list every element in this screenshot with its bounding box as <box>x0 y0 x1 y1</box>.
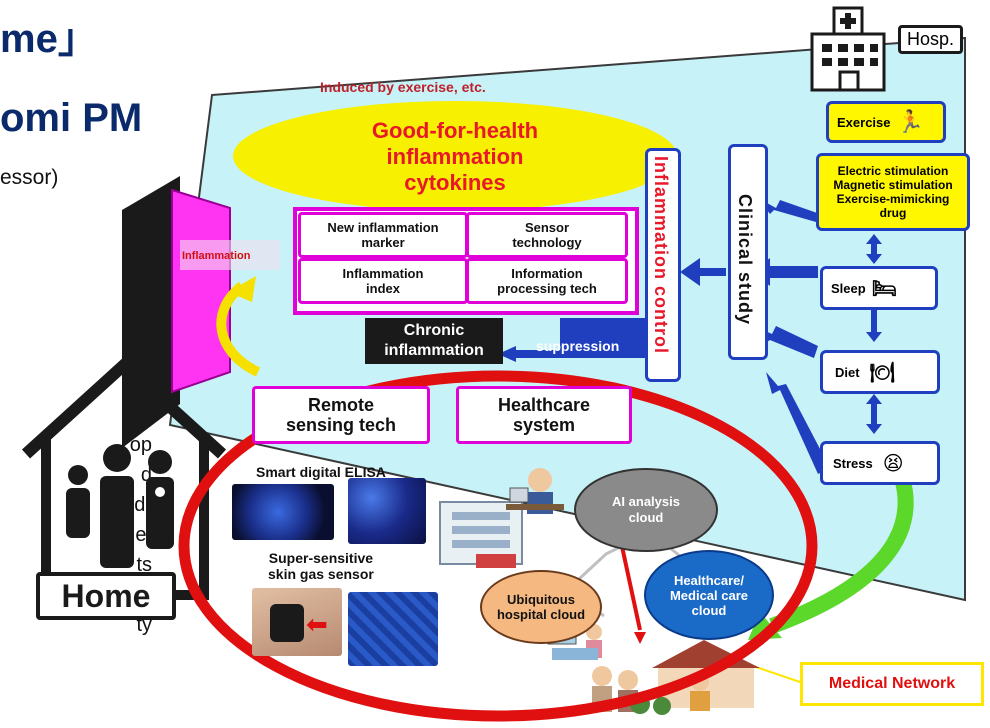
elisa-label: Smart digital ELISA <box>256 464 386 480</box>
town-illustration <box>592 640 760 715</box>
suppression-label: suppression <box>536 338 620 354</box>
bed-icon: 🛏 <box>871 277 898 300</box>
red-arrow-icon: ⬅ <box>306 609 328 639</box>
diet-box: Diet 🍽 <box>820 350 940 394</box>
inflammation-control-box <box>645 148 681 382</box>
hospital-complex-illustration <box>439 501 523 568</box>
body-line: ts <box>136 554 152 576</box>
house-roof <box>21 356 227 459</box>
clinical-study-box <box>728 144 768 360</box>
inflammation-door-label: Inflammation <box>182 250 251 262</box>
cytokine-line: inflammation <box>386 144 524 169</box>
inflammation-control-label: Inflammation control <box>651 156 671 355</box>
stress-icon: 😫 <box>882 452 904 475</box>
cytokine-ellipse <box>233 101 677 211</box>
elisa-fluorescence-photo <box>348 478 426 544</box>
door-leaf <box>171 188 231 394</box>
sleep-box: Sleep 🛏 <box>820 266 938 310</box>
stress-box: Stress 😫 <box>820 441 940 485</box>
exercise-box: Exercise 🏃 <box>826 101 946 143</box>
watch-icon <box>270 604 304 642</box>
title-fragment: me」 <box>0 17 98 61</box>
cytokine-text: Good-for-health inflammation cytokines <box>300 118 610 196</box>
medical-network-box: Medical Network <box>800 662 984 706</box>
stimulation-box: Electric stimulation Magnetic stimulatio… <box>816 153 970 231</box>
dining-icon: 🍽 <box>869 361 895 384</box>
skin-gas-grid-photo <box>348 592 438 666</box>
doctor-illustration <box>506 468 564 514</box>
highlight-ellipse <box>178 370 818 722</box>
cytokine-line: Good-for-health <box>371 118 539 143</box>
hospital-label: Hosp. <box>898 25 964 54</box>
hospital-building <box>810 6 886 92</box>
elisa-device-photo <box>232 484 334 540</box>
induced-label: Induced by exercise, etc. <box>320 79 486 95</box>
clinical-study-label: Clinical study <box>735 194 755 326</box>
gas-sensor-label: Super-sensitive skin gas sensor <box>268 550 374 582</box>
cytokine-line: cytokines <box>404 170 506 195</box>
pm-name: omi PM <box>0 96 143 140</box>
body-line: op <box>129 434 152 456</box>
home-label: Home <box>36 572 176 620</box>
runner-icon: 🏃 <box>896 109 924 134</box>
body-line: d <box>140 464 152 486</box>
subtitle-fragment: essor) <box>0 166 59 189</box>
